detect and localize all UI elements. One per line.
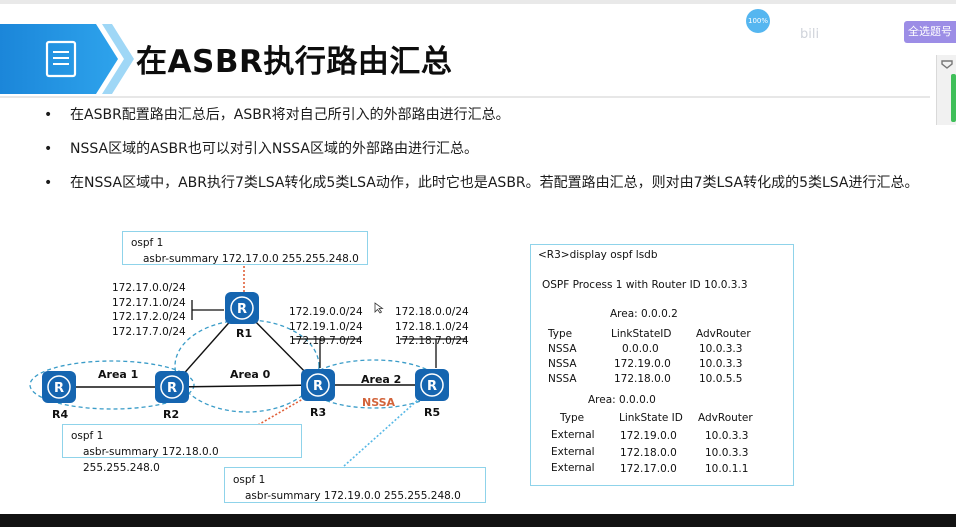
table-cell: 172.19.0.0 <box>620 430 677 442</box>
router-label-r2: R2 <box>163 408 180 421</box>
config-line: asbr-summary 172.17.0.0 255.255.248.0 <box>143 253 359 265</box>
area-label-2: Area 2 <box>361 373 402 386</box>
bullet-text: NSSA区域的ASBR也可以对引入NSSA区域的外部路由进行汇总。 <box>70 141 478 157</box>
bullet-text: 在ASBR配置路由汇总后，ASBR将对自己所引入的外部路由进行汇总。 <box>70 107 510 123</box>
table-cell: 172.18.0.0 <box>614 373 671 385</box>
cli-command: <R3>display ospf lsdb <box>538 249 658 261</box>
net-entry: 172.18.1.0/24 <box>395 320 469 333</box>
r1-networks: 172.17.0.0/24 172.17.1.0/24 172.17.2.0/2… <box>112 281 186 339</box>
col-header: LinkStateID <box>611 328 672 340</box>
router-glyph: R <box>313 379 323 394</box>
router-r1-icon[interactable]: R <box>225 292 259 324</box>
net-entry: 172.18.0.0/24 <box>395 306 469 318</box>
select-all-button[interactable]: 全选题号 <box>904 21 956 43</box>
area-heading: Area: 0.0.0.0 <box>588 394 656 406</box>
net-entry: 172.19.1.0/24 <box>289 320 363 333</box>
net-entry: 172.17.7.0/24 <box>112 325 186 338</box>
config-box-r1: ospf 1 asbr-summary 172.17.0.0 255.255.2… <box>122 231 368 265</box>
table-cell: 10.0.3.3 <box>699 358 743 370</box>
r3-networks: 172.19.0.0/24 172.19.1.0/24 172.19.7.0/2… <box>289 305 363 349</box>
router-r3-icon[interactable]: R <box>301 369 335 401</box>
table-cell: External <box>551 446 595 458</box>
col-header: LinkState ID <box>619 412 683 424</box>
slide-header: 在ASBR执行路由汇总 <box>0 20 956 98</box>
config-box-r5: ospf 1 asbr-summary 172.19.0.0 255.255.2… <box>224 467 486 503</box>
table-cell: 10.0.3.3 <box>705 430 749 442</box>
table-cell: External <box>551 462 595 474</box>
table-cell: 172.19.0.0 <box>614 358 671 370</box>
config-line: asbr-summary 172.18.0.0 255.255.248.0 <box>83 446 219 474</box>
config-line: ospf 1 <box>131 237 164 249</box>
config-line: ospf 1 <box>71 430 104 442</box>
bullet-text: 在NSSA区域中，ABR执行7类LSA转化成5类LSA动作，此时它也是ASBR。… <box>70 175 919 191</box>
net-entry: 172.17.0.0/24 <box>112 282 186 294</box>
page-title: 在ASBR执行路由汇总 <box>136 44 453 80</box>
table-cell: 10.0.3.3 <box>705 447 749 459</box>
table-cell: External <box>551 429 595 441</box>
router-r2-icon[interactable]: R <box>155 371 189 403</box>
area1-boundary <box>29 360 195 410</box>
bullet-list: • 在ASBR配置路由汇总后，ASBR将对自己所引入的外部路由进行汇总。 • N… <box>44 104 924 204</box>
col-header: Type <box>548 328 573 340</box>
header-chevron-banner <box>0 20 930 98</box>
config-box-r3: ospf 1 asbr-summary 172.18.0.0 255.255.2… <box>62 424 302 474</box>
top-strip <box>0 0 956 4</box>
process-line: OSPF Process 1 with Router ID 10.0.3.3 <box>542 279 748 291</box>
config-line: asbr-summary 172.19.0.0 255.255.248.0 <box>245 490 461 502</box>
table-cell: NSSA <box>548 358 577 370</box>
lsdb-output-panel: <R3>display ospf lsdb OSPF Process 1 wit… <box>530 244 794 486</box>
table-cell: NSSA <box>548 343 577 355</box>
video-badge[interactable]: 100% <box>746 9 770 33</box>
bullet-dot: • <box>44 175 53 191</box>
list-item: • 在NSSA区域中，ABR执行7类LSA转化成5类LSA动作，此时它也是ASB… <box>44 172 922 194</box>
link-r2-r3 <box>171 384 319 388</box>
bottom-bar <box>0 514 956 527</box>
router-label-r1: R1 <box>236 327 253 340</box>
net-entry: 172.18.7.0/24 <box>395 335 469 347</box>
net-entry: 172.17.1.0/24 <box>112 296 186 309</box>
bullet-dot: • <box>44 141 53 157</box>
r5-networks: 172.18.0.0/24 172.18.1.0/24 172.18.7.0/2… <box>395 305 469 349</box>
col-header: AdvRouter <box>696 328 751 340</box>
progress-indicator <box>951 74 956 122</box>
router-label-r5: R5 <box>424 406 441 419</box>
list-item: • NSSA区域的ASBR也可以对引入NSSA区域的外部路由进行汇总。 <box>44 138 924 160</box>
watermark-icon: bili <box>800 27 820 42</box>
router-label-r4: R4 <box>52 408 69 421</box>
table-cell: 10.0.5.5 <box>699 373 743 385</box>
router-r4-icon[interactable]: R <box>42 371 76 403</box>
area-heading: Area: 0.0.0.2 <box>610 308 678 320</box>
net-entry: 172.17.2.0/24 <box>112 311 186 323</box>
area-label-1: Area 1 <box>98 368 139 381</box>
mouse-cursor-icon <box>374 302 384 314</box>
router-glyph: R <box>167 381 177 396</box>
col-header: AdvRouter <box>698 412 753 424</box>
pin-icon <box>941 60 953 69</box>
router-glyph: R <box>427 379 437 394</box>
table-cell: NSSA <box>548 373 577 385</box>
bullet-dot: • <box>44 107 53 123</box>
table-cell: 10.0.1.1 <box>705 463 749 475</box>
router-glyph: R <box>54 381 64 396</box>
config-line: ospf 1 <box>233 474 266 486</box>
router-r5-icon[interactable]: R <box>415 369 449 401</box>
router-glyph: R <box>237 302 247 317</box>
table-cell: 172.17.0.0 <box>620 463 677 475</box>
net-entry: 172.19.0.0/24 <box>289 306 363 318</box>
nssa-label: NSSA <box>362 396 396 409</box>
table-cell: 172.18.0.0 <box>620 447 677 459</box>
area-label-0: Area 0 <box>230 368 271 381</box>
table-cell: 0.0.0.0 <box>622 343 659 355</box>
document-icon <box>45 40 77 78</box>
router-label-r3: R3 <box>310 406 327 419</box>
list-item: • 在ASBR配置路由汇总后，ASBR将对自己所引入的外部路由进行汇总。 <box>44 104 924 126</box>
col-header: Type <box>560 412 585 424</box>
net-entry: 172.19.7.0/24 <box>289 335 363 347</box>
table-cell: 10.0.3.3 <box>699 343 743 355</box>
